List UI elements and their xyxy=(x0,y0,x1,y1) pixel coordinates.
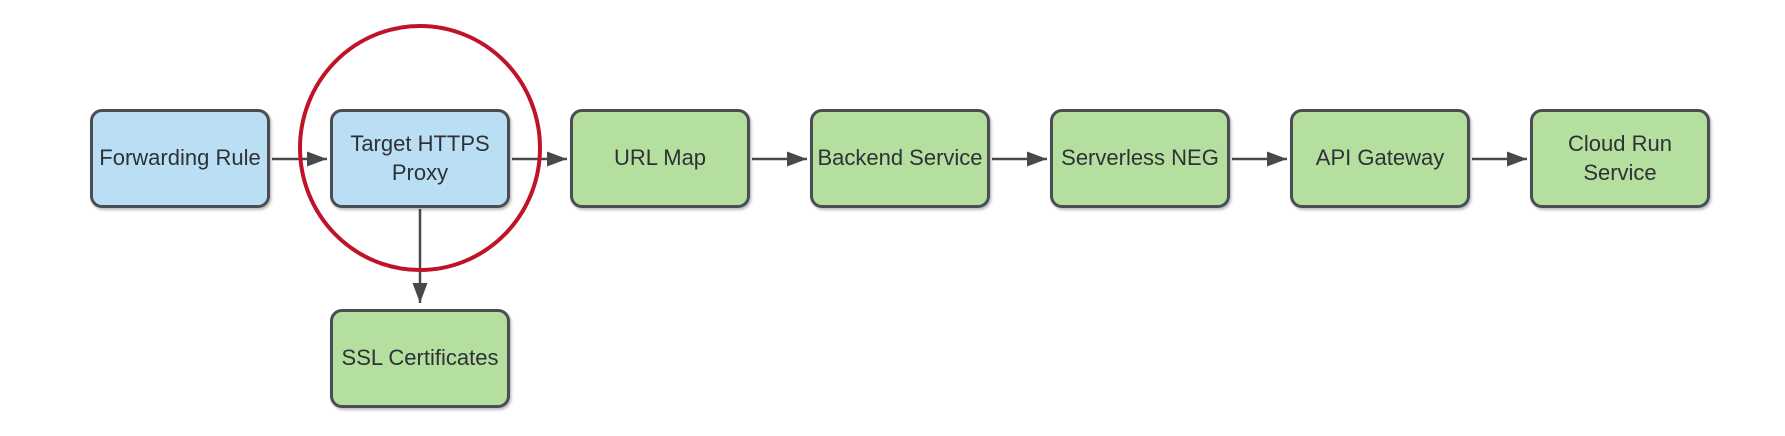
node-url-map: URL Map xyxy=(570,109,750,208)
node-target-https-proxy-label: Target HTTPS Proxy xyxy=(350,130,490,185)
node-forwarding-rule-label: Forwarding Rule xyxy=(99,145,261,171)
node-serverless-neg: Serverless NEG xyxy=(1050,109,1230,208)
node-ssl-certificates: SSL Certificates xyxy=(330,309,510,408)
node-cloud-run-service: Cloud Run Service xyxy=(1530,109,1710,208)
node-target-https-proxy: Target HTTPS Proxy xyxy=(330,109,510,208)
node-url-map-label: URL Map xyxy=(613,145,707,171)
node-backend-service-label: Backend Service xyxy=(817,145,983,171)
node-api-gateway-label: API Gateway xyxy=(1315,145,1445,171)
node-forwarding-rule: Forwarding Rule xyxy=(90,109,270,208)
node-ssl-certificates-label: SSL Certificates xyxy=(341,345,499,371)
node-api-gateway: API Gateway xyxy=(1290,109,1470,208)
node-cloud-run-service-label: Cloud Run Service xyxy=(1568,130,1672,185)
node-backend-service: Backend Service xyxy=(810,109,990,208)
node-serverless-neg-label: Serverless NEG xyxy=(1061,145,1219,171)
